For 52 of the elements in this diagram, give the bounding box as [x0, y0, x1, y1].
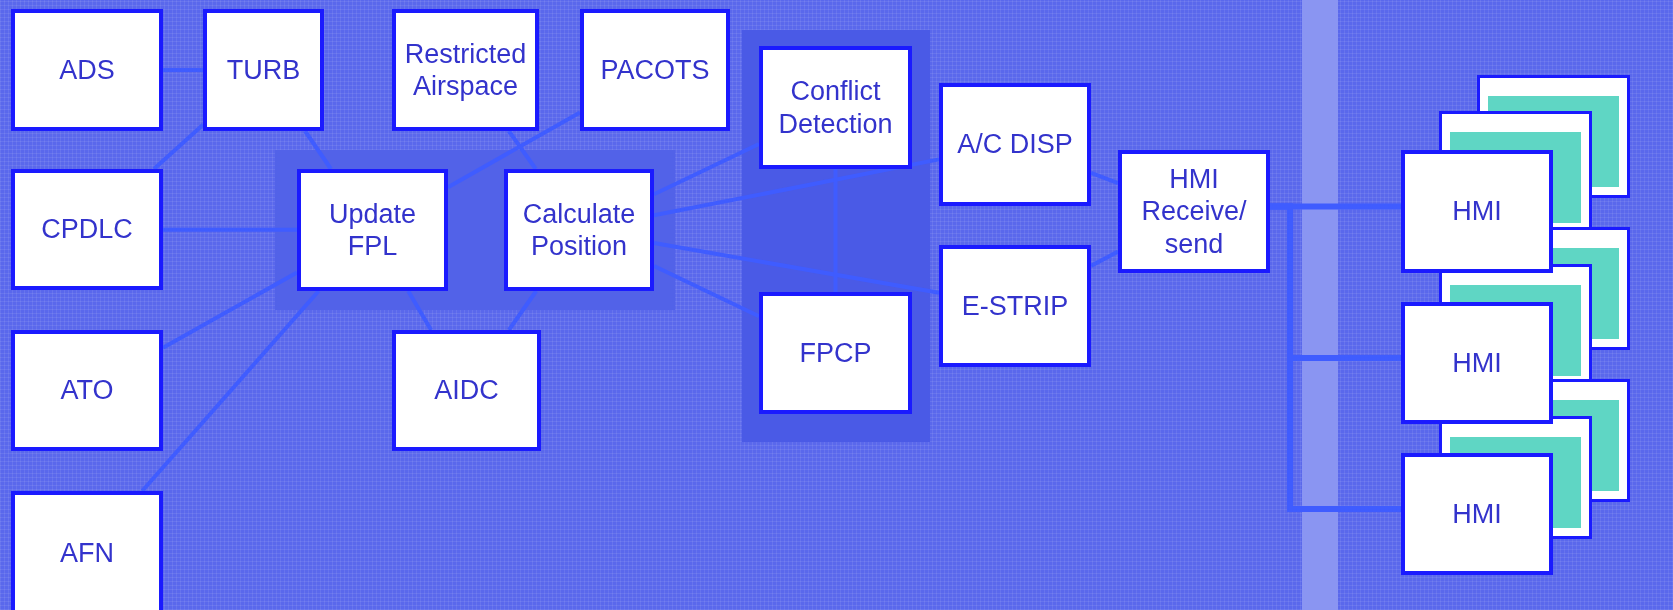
connector-line: [303, 129, 333, 171]
box-label: E-STRIP: [960, 289, 1070, 323]
process-box: [11, 491, 163, 610]
process-box: [297, 169, 448, 291]
box-label: FPCP: [798, 336, 873, 370]
box-label: HMI: [1451, 497, 1503, 531]
box-label: PACOTS: [599, 53, 711, 87]
process-box: [939, 83, 1091, 206]
connector-line: [406, 290, 433, 331]
box-label: TURB: [225, 53, 302, 87]
connector-line: [140, 289, 321, 493]
connector-line: [162, 270, 298, 350]
box-label: CPDLC: [40, 213, 134, 246]
connector-line: [163, 227, 297, 232]
box-label: HMI Receive/ send: [1140, 162, 1248, 261]
process-box: [392, 9, 539, 131]
connector-line: [833, 169, 838, 292]
connector-line: [152, 123, 205, 171]
process-box: [11, 169, 163, 290]
process-box: [11, 9, 163, 131]
process-box: [1401, 150, 1553, 273]
process-box: [392, 330, 541, 451]
process-box: [1118, 150, 1270, 273]
process-box: [11, 330, 163, 451]
process-box: [759, 292, 912, 414]
box-label: AFN: [59, 537, 115, 570]
box-label: Update FPL: [327, 197, 418, 263]
box-label: Conflict Detection: [777, 75, 894, 140]
connector-line: [1090, 249, 1119, 268]
box-label: A/C DISP: [956, 128, 1074, 161]
box-label: Calculate Position: [521, 197, 637, 263]
box-label: HMI: [1451, 346, 1503, 380]
box-label: AIDC: [433, 374, 500, 407]
connector-line: [653, 241, 940, 295]
process-box: [580, 9, 730, 131]
connector-line: [653, 142, 760, 196]
box-label: Restricted Airspace: [403, 37, 528, 103]
box-label: ATO: [59, 374, 115, 407]
process-box: [759, 46, 912, 169]
process-box: [203, 9, 324, 131]
process-box: [1401, 302, 1553, 424]
process-box: [939, 245, 1091, 367]
connector-line: [447, 110, 581, 189]
process-box: [504, 169, 654, 291]
box-label: ADS: [58, 53, 116, 87]
connector-line: [507, 289, 538, 332]
process-box: [1401, 453, 1553, 575]
connector-line: [507, 129, 538, 171]
connector-line: [653, 157, 940, 218]
connector-line: [653, 264, 760, 319]
connector-line: [1090, 171, 1119, 185]
box-label: HMI: [1451, 195, 1503, 228]
